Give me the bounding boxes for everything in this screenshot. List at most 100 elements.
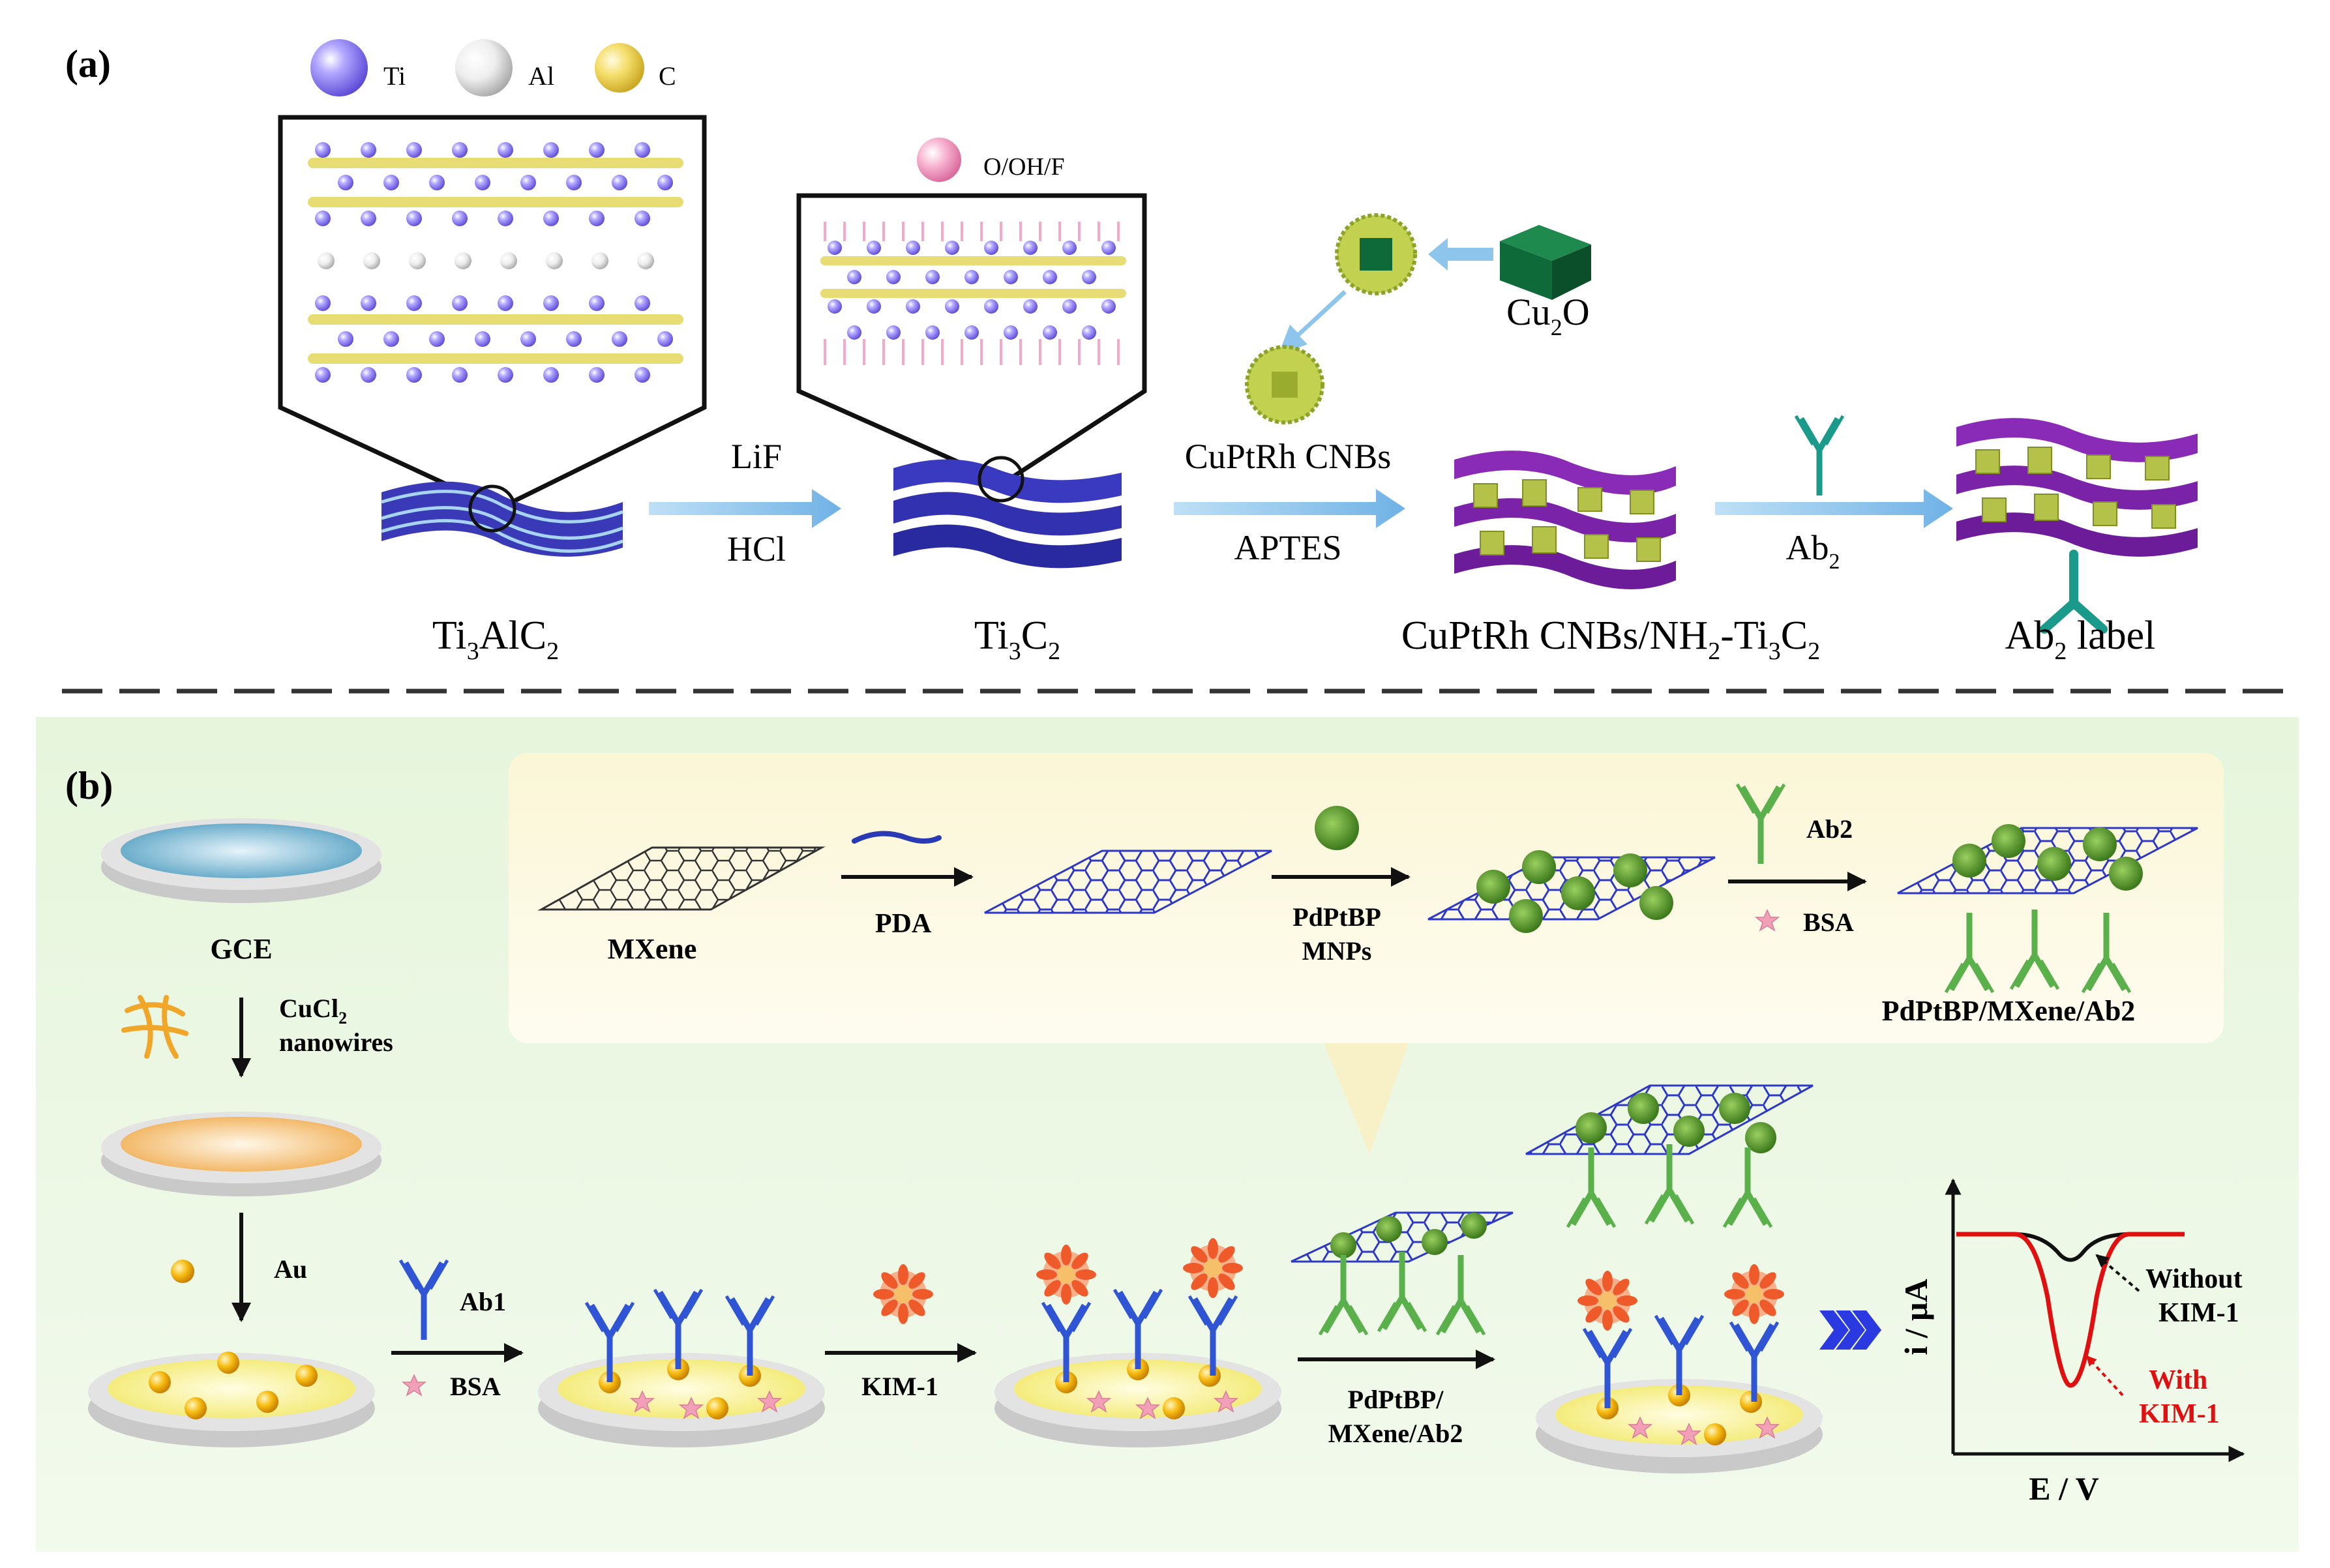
kim1-electrode: [994, 1238, 1281, 1447]
inset-pda-mxene: [984, 850, 1272, 914]
kim1-label: KIM-1: [861, 1372, 938, 1401]
ab2-label-stack: [1956, 418, 2198, 634]
detection-step: PdPtBP/ MXene/Ab2: [1291, 1211, 1514, 1448]
legend-ohf-label: O/OH/F: [983, 153, 1065, 181]
ti3c2-stack: [893, 456, 1122, 569]
cucl2-main: CuCl: [279, 994, 338, 1023]
with-line2: KIM-1: [2139, 1399, 2220, 1429]
cap1-s2: 2: [546, 638, 559, 665]
cap4-p2: label: [2067, 614, 2155, 658]
composite-stack: [1454, 451, 1676, 589]
inset-ab2-label: Ab2: [1806, 814, 1853, 844]
ti3c2-crystal-box: [796, 193, 1147, 485]
cap1-s1: 3: [467, 638, 479, 665]
cucl2-electrode: [101, 1112, 381, 1196]
inset-mnp-mxene: [1427, 850, 1716, 933]
inset-arrow-pdptbp: PdPtBP MNPs: [1272, 806, 1411, 966]
legend-c-label: C: [659, 61, 676, 91]
caption-composite: CuPtRh CNBs/NH2-Ti3C2: [1401, 614, 1820, 665]
c-atom-icon: [595, 43, 644, 93]
au-step: Au: [171, 1213, 307, 1322]
kim1-antigen-icon: [873, 1264, 933, 1324]
cucl2-step: CuCl2 nanowires: [121, 994, 393, 1078]
cap1-p1: Ti: [432, 614, 467, 658]
step3-main: Ab: [1786, 528, 1829, 567]
detect-line1: PdPtBP/: [1348, 1385, 1444, 1414]
inset-pda-label: PDA: [875, 909, 932, 939]
inset-product: PdPtBP/MXene/Ab2: [1882, 824, 2198, 1027]
with-pointer: [2085, 1355, 2124, 1397]
ohf-atom-icon: [917, 138, 961, 182]
graph-xlabel: E / V: [2029, 1470, 2098, 1507]
cap3-p3: C: [1781, 614, 1808, 658]
cap3-s1: 2: [1708, 638, 1720, 665]
pdptbp-mnp-icon: [1315, 806, 1359, 850]
caption-ti3c2: Ti3C2: [974, 614, 1060, 665]
step2-line2: APTES: [1234, 528, 1341, 567]
without-line2: KIM-1: [2158, 1298, 2239, 1328]
cap3-s3: 2: [1808, 638, 1820, 665]
cu2o-main: Cu: [1506, 291, 1551, 333]
cap1-p2: AlC: [479, 614, 546, 658]
panel-a: (a) Ti Al C O/OH/F: [65, 39, 2198, 665]
without-kim1-curve: [1956, 1232, 2185, 1262]
cu2o-tail: O: [1562, 291, 1590, 333]
au-nanoparticle-icon: [171, 1260, 194, 1283]
ti3alc2-lattice: [308, 142, 683, 383]
panel-b-label: (b): [65, 764, 113, 807]
panel-b: (b) MXene PDA PdPtBP MNPs: [36, 717, 2299, 1552]
inset-box: [509, 753, 2224, 1154]
without-line1: Without: [2145, 1264, 2243, 1294]
step2-line1: CuPtRh CNBs: [1185, 437, 1392, 476]
cuptrh-nanobox: [1245, 345, 1324, 424]
ab2-antibody-icon: [1796, 416, 1843, 496]
caption-ab2-label: Ab2 label: [2005, 614, 2156, 665]
step-arrow-lif-hcl: LiF HCl: [649, 437, 841, 569]
ti3alc2-crystal-box: [278, 115, 707, 511]
inset-pdptbp-line1: PdPtBP: [1292, 902, 1381, 932]
au-label: Au: [274, 1254, 307, 1284]
cap4-p1: Ab: [2005, 614, 2055, 658]
nanowire-icon: [121, 995, 188, 1059]
gce-electrode: GCE: [101, 818, 381, 965]
graph-ylabel: i / μA: [1898, 1279, 1934, 1355]
ab1-label: Ab1: [460, 1287, 506, 1316]
step1-line2: HCl: [727, 529, 786, 569]
ab1-bsa-step: Ab1 BSA: [391, 1260, 524, 1401]
gce-label: GCE: [210, 933, 272, 965]
legend-ti-label: Ti: [383, 61, 406, 91]
cap2-s2: 2: [1048, 638, 1060, 665]
cap2-p2: C: [1021, 614, 1048, 658]
atom-legend: Ti Al C O/OH/F: [310, 39, 1065, 182]
inset-mxene: MXene: [537, 846, 826, 965]
inset-bsa-label: BSA: [1803, 908, 1854, 937]
detect-line2: MXene/Ab2: [1328, 1419, 1463, 1448]
caption-ti3alc2: Ti3AlC2: [432, 614, 559, 665]
sandwich-electrode: [1525, 1084, 1823, 1473]
cu2o-sub: 2: [1551, 314, 1562, 340]
dpv-graph: i / μA E / V Without KIM-1 With KIM-1: [1898, 1178, 2245, 1507]
inset-arrow-pda: PDA: [841, 831, 974, 939]
cap2-s1: 3: [1009, 638, 1021, 665]
chevron-right-icon: [1819, 1310, 1881, 1350]
cap3-p2: -Ti: [1720, 614, 1769, 658]
cu2o-coated-nanobox: [1335, 213, 1417, 295]
cu2o-to-cnbs-cycle: Cu2O: [1245, 213, 1591, 424]
step1-line1: LiF: [731, 437, 782, 476]
with-line1: With: [2149, 1365, 2207, 1395]
inset-mxene-label: MXene: [608, 933, 697, 965]
cap2-p1: Ti: [974, 614, 1009, 658]
panel-a-captions: Ti3AlC2 Ti3C2 CuPtRh CNBs/NH2-Ti3C2 Ab2 …: [432, 614, 2156, 665]
inset-product-label: PdPtBP/MXene/Ab2: [1882, 995, 2136, 1027]
bsa-label: BSA: [450, 1372, 501, 1401]
cap3-s2: 3: [1769, 638, 1781, 665]
step-arrow-cnbs-aptes: CuPtRh CNBs APTES: [1174, 437, 1405, 567]
without-pointer: [2095, 1254, 2140, 1292]
au-electrode: [88, 1352, 375, 1447]
cu2o-label: Cu2O: [1506, 291, 1590, 340]
inset-arrow-ab2-bsa: Ab2 BSA: [1728, 784, 1867, 937]
cap4-s1: 2: [2054, 638, 2067, 665]
ab1-electrode: [538, 1290, 825, 1447]
ti3alc2-stack: [381, 481, 623, 557]
